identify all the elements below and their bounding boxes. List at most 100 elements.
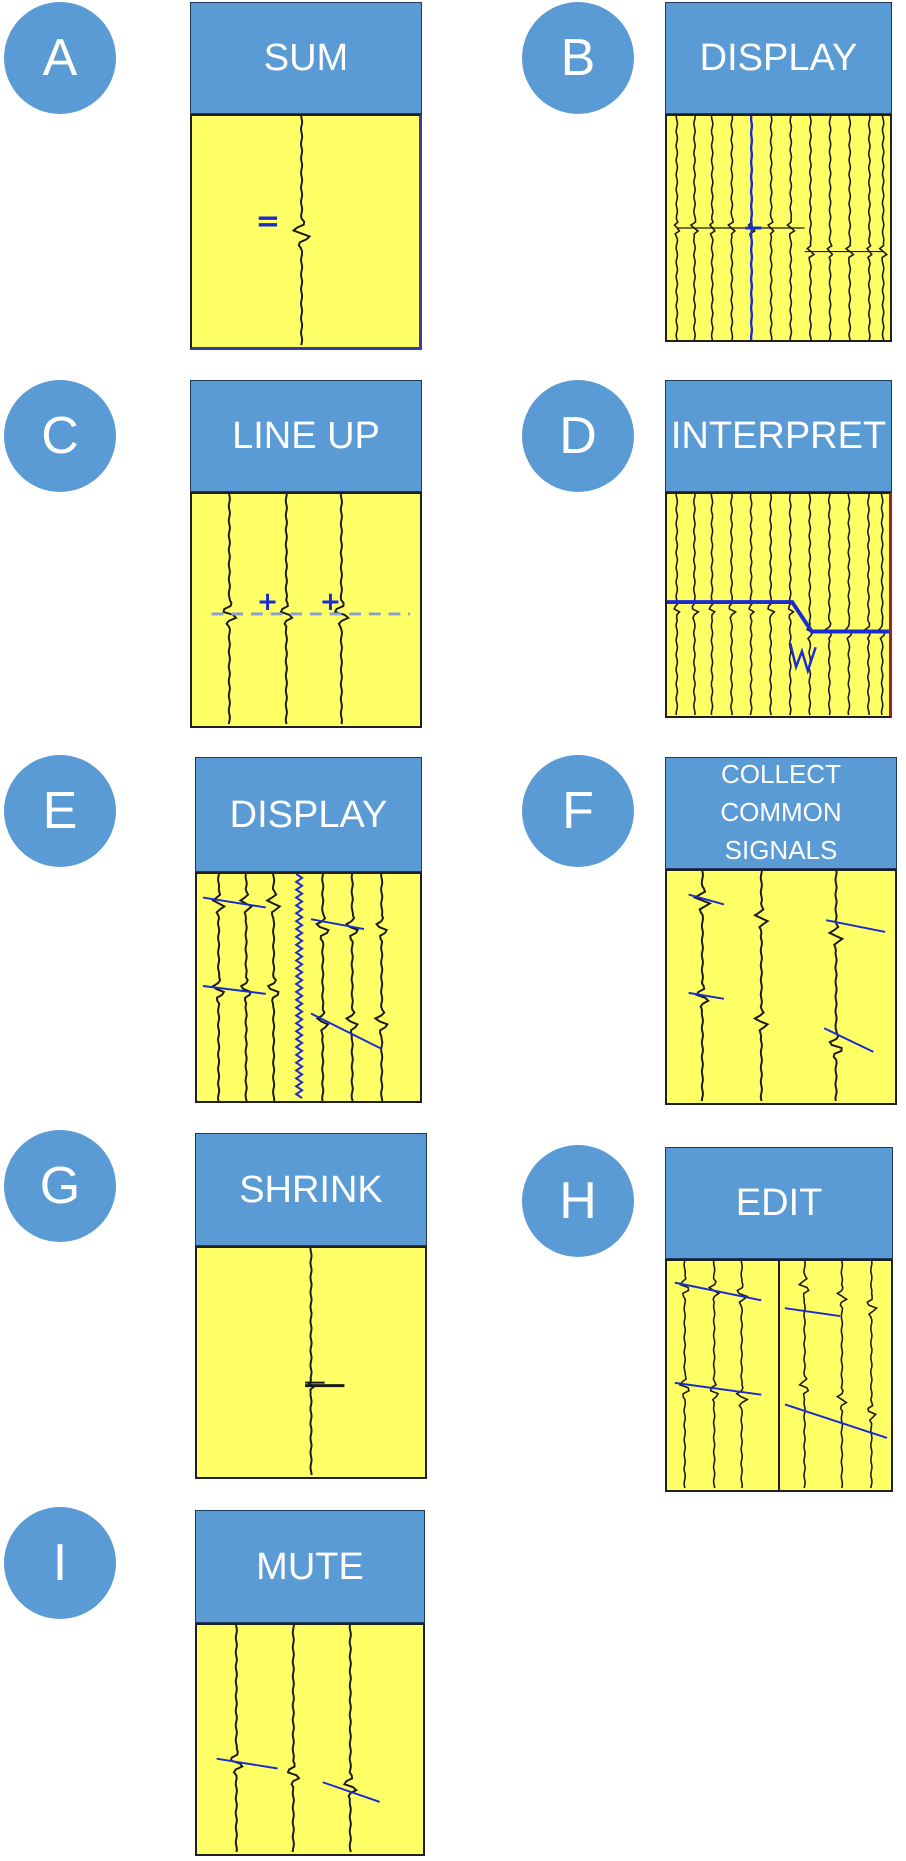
step-badge-f: F — [522, 755, 634, 867]
seismic-trace — [844, 494, 853, 716]
step-b-seismic-plot — [673, 116, 889, 340]
seismic-trace — [878, 116, 889, 340]
seismic-trace — [866, 1261, 879, 1489]
dip-marker — [784, 1403, 888, 1439]
dip-marker — [674, 1381, 762, 1396]
step-f-title-line: COMMON — [720, 797, 842, 828]
seismic-trace — [863, 494, 872, 716]
step-badge-h: H — [522, 1145, 634, 1257]
step-f-title-line: SIGNALS — [724, 834, 838, 865]
seismic-trace — [826, 116, 834, 340]
step-i-seismic-plot — [216, 1625, 381, 1853]
seismic-trace — [767, 494, 776, 716]
step-c-line-up: LINE UP + + — [190, 380, 422, 728]
step-h-panel — [665, 1259, 893, 1492]
step-f-title: COLLECT COMMON SIGNALS — [665, 757, 897, 869]
step-i-mute: MUTE — [195, 1510, 425, 1856]
step-badge-i: I — [4, 1507, 116, 1619]
seismic-trace — [708, 494, 716, 716]
equals-marker: = — [256, 204, 281, 238]
dip-marker — [826, 919, 886, 933]
step-h-edit: EDIT — [665, 1147, 893, 1492]
seismic-trace — [827, 871, 845, 1102]
step-c-title: LINE UP — [190, 380, 422, 492]
step-f-seismic-plot — [688, 871, 886, 1102]
dip-marker — [784, 1307, 841, 1318]
seismic-trace — [373, 874, 389, 1101]
step-a-sum: SUM = — [190, 2, 422, 350]
seismic-trace — [748, 494, 756, 716]
step-badge-c: C — [4, 380, 116, 492]
seismic-trace — [265, 874, 282, 1101]
step-g-panel — [195, 1246, 427, 1479]
dip-marker — [310, 918, 365, 930]
seismic-trace — [314, 874, 330, 1101]
seismic-trace — [844, 116, 855, 340]
seismic-trace — [307, 1248, 316, 1476]
step-d-interpret: INTERPRET — [665, 380, 892, 718]
step-g-shrink: SHRINK — [195, 1133, 427, 1479]
dip-marker — [310, 1012, 383, 1050]
step-d-panel — [665, 492, 892, 718]
seismic-trace — [805, 494, 814, 716]
seismic-trace — [342, 1625, 358, 1853]
dip-marker — [688, 893, 725, 906]
seismic-trace — [806, 116, 816, 340]
dip-marker — [688, 991, 725, 1000]
seismic-trace — [735, 1261, 749, 1489]
step-b-panel — [665, 114, 892, 342]
step-b-display: DISPLAY — [665, 2, 892, 342]
seismic-trace — [286, 1625, 301, 1853]
step-g-seismic-plot — [305, 1248, 345, 1476]
zigzag-trace — [294, 874, 304, 1099]
step-badge-e: E — [4, 755, 116, 867]
step-e-seismic-plot — [202, 874, 389, 1101]
step-c-seismic-plot: + + — [211, 494, 411, 725]
seismic-trace — [787, 494, 795, 716]
step-d-seismic-plot — [667, 494, 889, 716]
dip-marker — [202, 985, 266, 995]
step-b-title: DISPLAY — [665, 2, 892, 114]
seismic-trace — [678, 1261, 690, 1489]
step-g-title: SHRINK — [195, 1133, 427, 1246]
seismic-trace — [824, 494, 832, 716]
interpreted-horizon — [667, 600, 889, 634]
step-badge-g: G — [4, 1130, 116, 1242]
step-a-panel: = — [190, 114, 422, 350]
seismic-trace — [728, 494, 738, 716]
seismic-trace — [797, 1261, 810, 1489]
dip-marker — [216, 1757, 278, 1770]
step-c-panel: + + — [190, 492, 422, 728]
step-e-display: DISPLAY — [195, 757, 422, 1103]
step-i-title: MUTE — [195, 1510, 425, 1623]
seismic-trace — [707, 1261, 721, 1489]
step-badge-b: B — [522, 2, 634, 114]
seismic-trace — [835, 1261, 849, 1489]
step-e-title: DISPLAY — [195, 757, 422, 872]
seismic-trace — [279, 494, 294, 725]
step-i-panel — [195, 1623, 425, 1856]
seismic-trace — [222, 494, 238, 725]
step-e-panel — [195, 872, 422, 1103]
step-a-seismic-plot: = — [256, 116, 312, 346]
seismic-trace — [333, 494, 351, 725]
seismic-trace — [752, 871, 770, 1102]
seismic-trace — [344, 874, 360, 1101]
step-badge-d: D — [522, 380, 634, 492]
step-badge-a: A — [4, 2, 116, 114]
diffraction-marker — [789, 643, 817, 675]
step-h-title: EDIT — [665, 1147, 893, 1259]
dip-marker — [674, 1281, 762, 1302]
seismic-trace — [291, 116, 312, 346]
step-a-title: SUM — [190, 2, 422, 114]
step-d-title: INTERPRET — [665, 380, 892, 492]
dip-marker — [202, 896, 266, 909]
step-h-seismic-plot — [674, 1261, 888, 1490]
seismic-trace — [692, 871, 713, 1102]
plus-marker: + — [257, 587, 278, 617]
seismic-trace — [865, 116, 873, 340]
seismic-trace — [673, 494, 681, 716]
step-f-panel — [665, 869, 897, 1105]
seismic-trace — [238, 874, 254, 1101]
dip-marker — [823, 1027, 874, 1053]
